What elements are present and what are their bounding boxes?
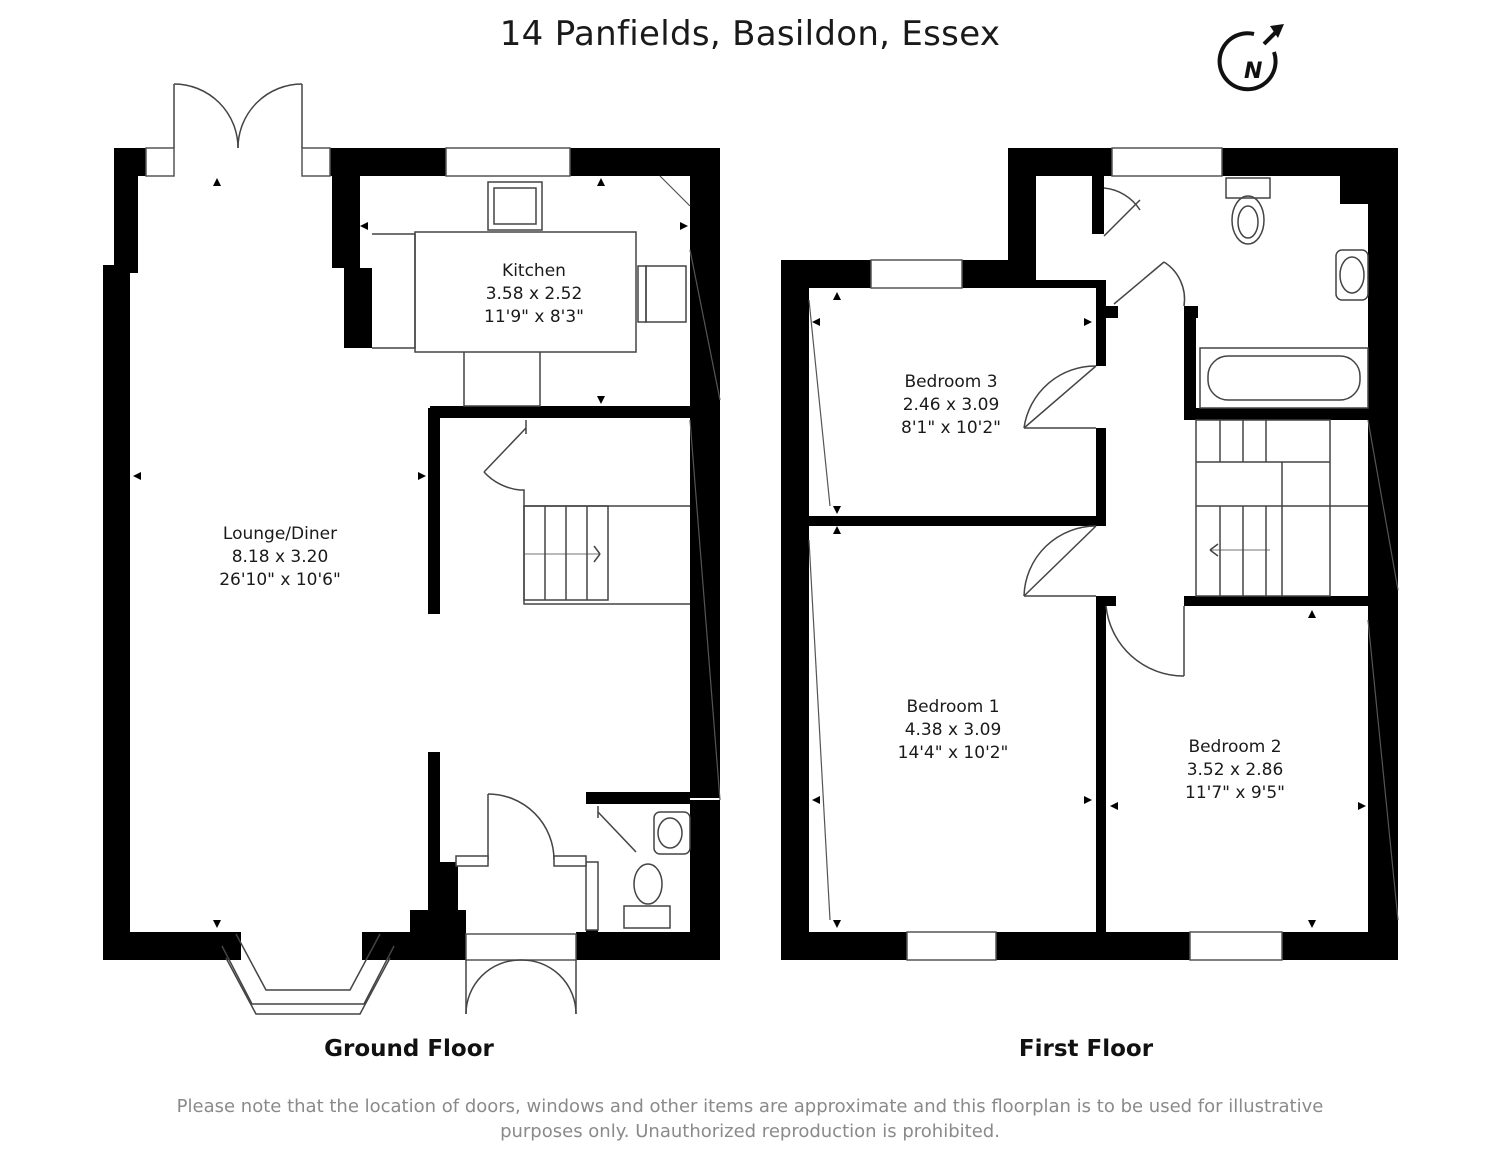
room-metric: 8.18 x 3.20 (232, 547, 329, 567)
page-title: 14 Panfields, Basildon, Essex (499, 14, 1001, 54)
room-name: Bedroom 3 (904, 372, 997, 392)
room-metric: 4.38 x 3.09 (905, 720, 1002, 740)
room-bedroom-2: Bedroom 2 3.52 x 2.86 11'7" x 9'5" (1185, 737, 1285, 803)
first-floor-plan: Bedroom 3 2.46 x 3.09 8'1" x 10'2" Bedro… (781, 147, 1399, 961)
room-imperial: 14'4" x 10'2" (898, 743, 1009, 763)
room-name: Kitchen (502, 261, 566, 281)
first-floor-label: First Floor (1018, 1036, 1154, 1062)
room-metric: 2.46 x 3.09 (903, 395, 1000, 415)
room-bedroom-1: Bedroom 1 4.38 x 3.09 14'4" x 10'2" (898, 697, 1009, 763)
room-kitchen: Kitchen 3.58 x 2.52 11'9" x 8'3" (484, 261, 584, 327)
room-imperial: 11'9" x 8'3" (484, 307, 584, 327)
room-name: Lounge/Diner (223, 524, 337, 544)
room-metric: 3.58 x 2.52 (486, 284, 583, 304)
room-imperial: 11'7" x 9'5" (1185, 783, 1285, 803)
ground-floor-label: Ground Floor (324, 1036, 494, 1062)
disclaimer-text: Please note that the location of doors, … (176, 1096, 1324, 1142)
room-lounge-diner: Lounge/Diner 8.18 x 3.20 26'10" x 10'6" (219, 524, 341, 590)
ground-floor-plan: Kitchen 3.58 x 2.52 11'9" x 8'3" Lounge/… (103, 83, 721, 1015)
room-imperial: 26'10" x 10'6" (219, 570, 341, 590)
room-name: Bedroom 2 (1188, 737, 1281, 757)
compass-letter: N (1244, 59, 1262, 84)
room-name: Bedroom 1 (906, 697, 999, 717)
room-metric: 3.52 x 2.86 (1187, 760, 1284, 780)
room-imperial: 8'1" x 10'2" (901, 418, 1001, 438)
north-arrow-icon: N (1217, 24, 1284, 92)
room-bedroom-3: Bedroom 3 2.46 x 3.09 8'1" x 10'2" (901, 372, 1001, 438)
